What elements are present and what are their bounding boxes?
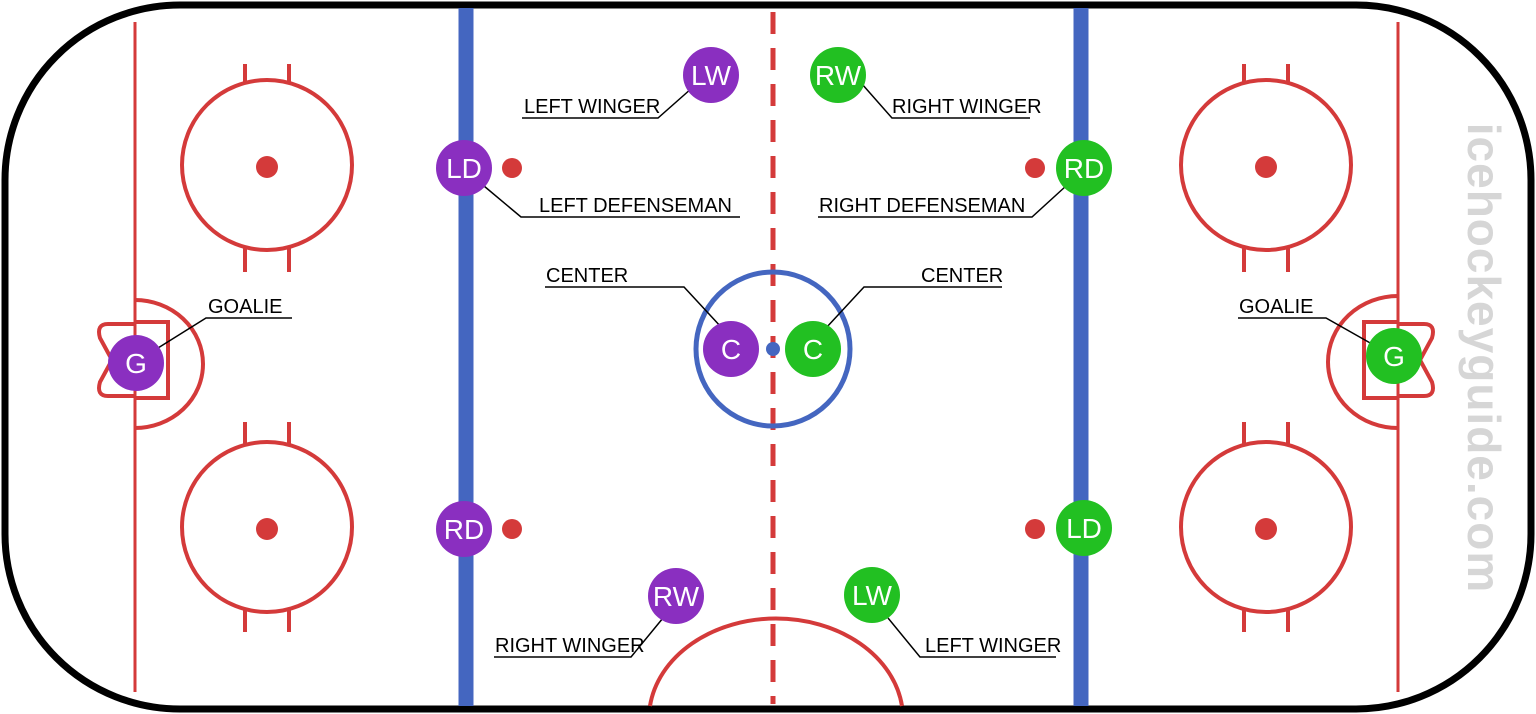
label-goalie-right: GOALIE: [1239, 296, 1313, 318]
leader-left-winger-bottom: [887, 617, 1056, 658]
leader-right-defenseman: [818, 185, 1067, 218]
label-goalie-left: GOALIE: [208, 296, 282, 318]
label-center-right: CENTER: [921, 265, 1003, 287]
player-green-left-defenseman-text: LD: [1066, 513, 1102, 544]
player-green-goalie: G: [1366, 328, 1422, 384]
label-left-winger-top: LEFT WINGER: [524, 96, 660, 118]
left-goal-crease: [134, 298, 205, 430]
player-purple-left-defenseman: LD: [436, 140, 492, 196]
player-green-right-winger-text: RW: [815, 60, 862, 91]
player-purple-left-winger: LW: [683, 47, 739, 103]
leader-goalie-left: [157, 317, 292, 349]
player-purple-right-defenseman: RD: [436, 501, 492, 557]
leader-left-winger-top: [522, 87, 693, 119]
leader-center-left: [545, 286, 723, 329]
player-green-right-winger: RW: [810, 47, 866, 103]
neutral-dot-bottom-right: [1025, 519, 1045, 539]
leader-goalie-right: [1238, 317, 1373, 345]
player-purple-right-winger: RW: [648, 568, 704, 624]
leader-right-winger-top: [861, 83, 1030, 119]
right-bottom-faceoff-circle: [1179, 422, 1353, 632]
neutral-dot-bottom-left: [502, 519, 522, 539]
leader-right-winger-bottom: [494, 617, 664, 658]
player-purple-right-winger-text: RW: [653, 581, 700, 612]
right-top-faceoff-circle: [1179, 64, 1353, 272]
leader-left-defenseman: [483, 185, 740, 218]
left-crease-box: [135, 320, 170, 400]
neutral-dot-top-left: [502, 158, 522, 178]
player-purple-right-defenseman-text: RD: [444, 514, 484, 545]
label-center-left: CENTER: [546, 265, 628, 287]
player-purple-center: C: [703, 321, 759, 377]
player-green-center: C: [785, 321, 841, 377]
right-goal-crease: [1326, 294, 1399, 430]
label-leaders: [157, 83, 1373, 658]
player-green-left-defenseman: LD: [1056, 500, 1112, 556]
player-green-left-winger-text: LW: [852, 580, 892, 611]
left-top-faceoff-circle: [180, 64, 354, 272]
center-faceoff-circle: [693, 269, 853, 429]
player-purple-center-text: C: [721, 334, 741, 365]
center-faceoff-dot: [766, 342, 780, 356]
player-purple-left-winger-text: LW: [691, 60, 731, 91]
player-green-right-defenseman: RD: [1056, 140, 1112, 196]
left-bottom-faceoff-circle: [180, 422, 354, 632]
player-purple-goalie: G: [108, 335, 164, 391]
player-purple-goalie-text: G: [125, 348, 147, 379]
player-green-right-defenseman-text: RD: [1064, 153, 1104, 184]
player-purple-left-defenseman-text: LD: [446, 153, 482, 184]
label-right-winger-top: RIGHT WINGER: [892, 96, 1042, 118]
watermark-text: icehockeyguide.com: [1458, 123, 1510, 594]
player-green-center-text: C: [803, 334, 823, 365]
neutral-dot-top-right: [1025, 158, 1045, 178]
label-left-winger-bottom: LEFT WINGER: [925, 635, 1061, 657]
right-crease-box: [1362, 320, 1398, 400]
player-green-left-winger: LW: [844, 567, 900, 623]
label-left-defenseman: LEFT DEFENSEMAN: [539, 195, 732, 217]
label-right-winger-bottom: RIGHT WINGER: [495, 635, 645, 657]
label-right-defenseman: RIGHT DEFENSEMAN: [819, 195, 1025, 217]
leader-center-right: [825, 286, 1002, 329]
player-green-goalie-text: G: [1383, 341, 1405, 372]
referee-crease: [648, 616, 904, 707]
